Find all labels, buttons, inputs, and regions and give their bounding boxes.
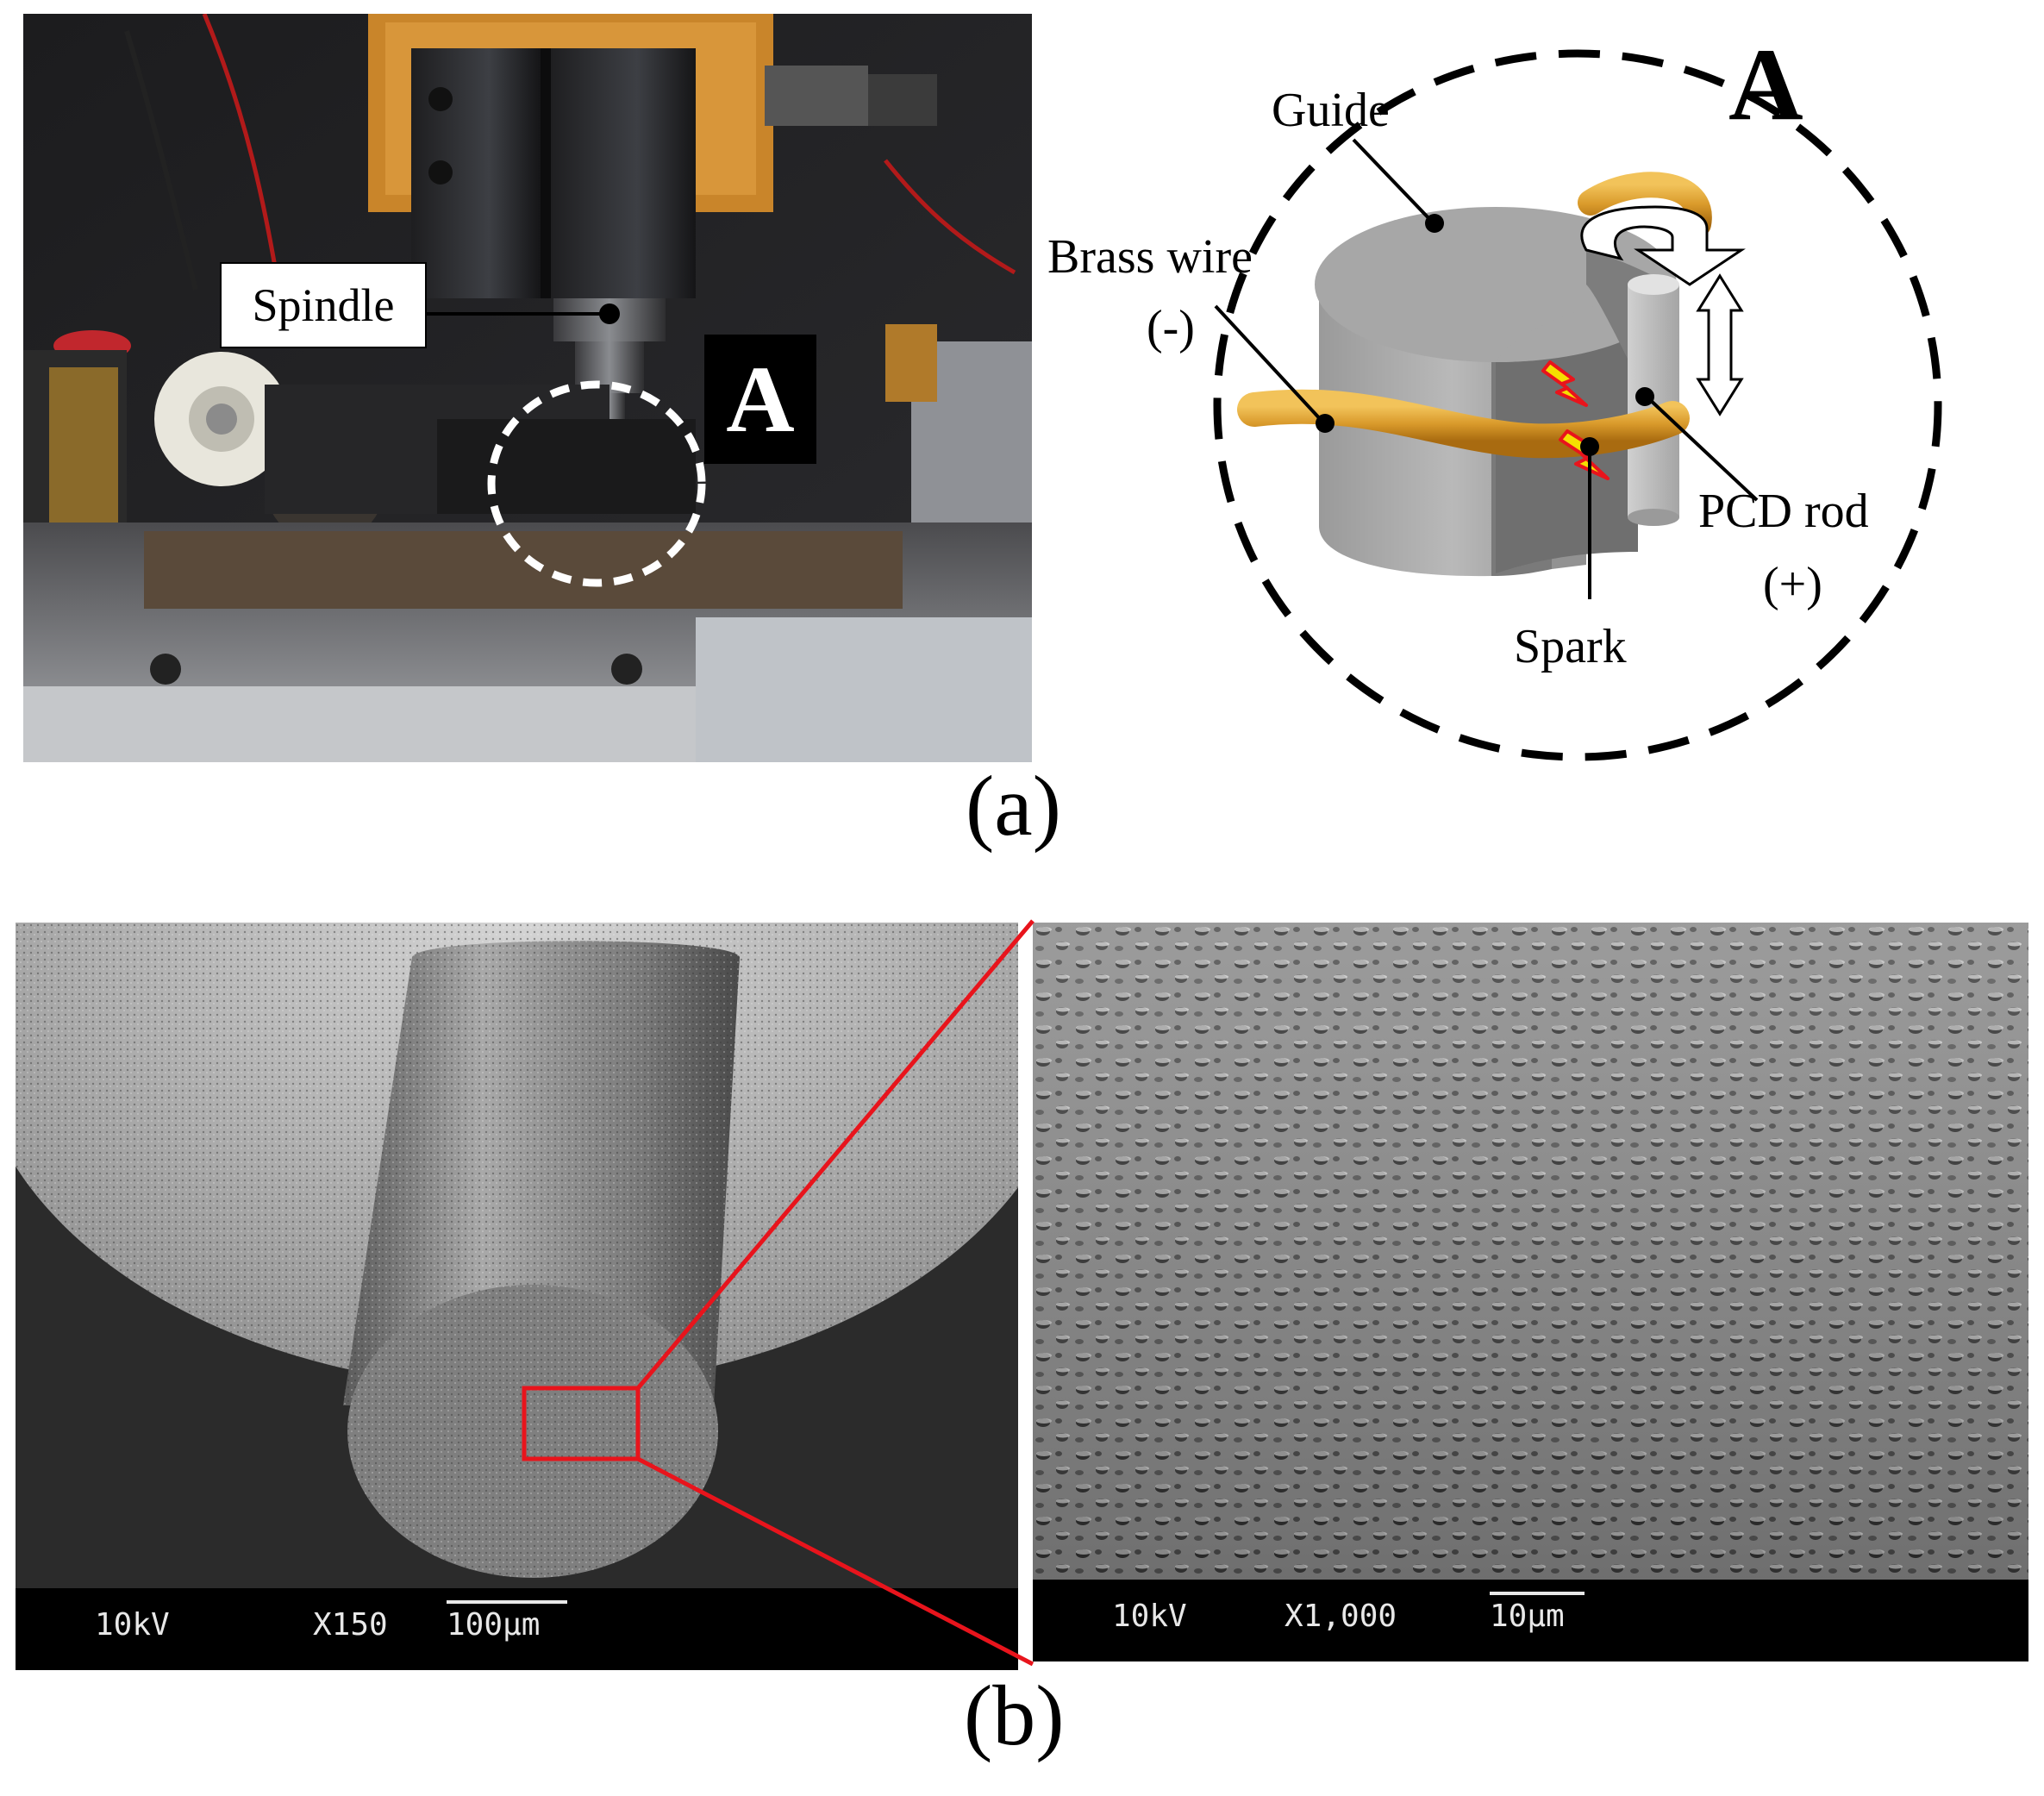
sem-low-mag-voltage: 10kV xyxy=(95,1607,170,1643)
pcd-rod-label: PCD rod xyxy=(1698,485,1869,538)
photo-callout-a: A xyxy=(704,335,816,464)
zoom-connector-lines xyxy=(636,919,1035,1667)
sem-image-low-mag: 10kV X150 100µm xyxy=(16,923,1018,1670)
zoom-region-box xyxy=(522,1386,641,1461)
spark-label: Spark xyxy=(1514,620,1627,673)
photo-callout-a-text: A xyxy=(726,346,795,452)
sem-high-mag-magnification: X1,000 xyxy=(1285,1599,1397,1634)
sem-low-mag-scale-bar xyxy=(447,1600,567,1604)
detail-ellipse xyxy=(1213,49,1942,761)
sem-high-mag-scale-bar xyxy=(1490,1592,1585,1595)
spindle-leader-line xyxy=(425,304,620,324)
callout-circle xyxy=(487,380,706,587)
caption-a: (a) xyxy=(966,758,1061,854)
machine-photo: Spindle A xyxy=(23,14,1032,762)
schematic-callout-a: A xyxy=(1728,27,1803,141)
sem-high-mag-graphic xyxy=(1033,923,2028,1580)
sem-image-high-mag: 10kV X1,000 10µm xyxy=(1033,923,2028,1661)
sem-low-mag-magnification: X150 xyxy=(313,1607,388,1643)
spindle-label: Spindle xyxy=(252,279,395,331)
edm-schematic: A Guide Brass wire (-) PCD rod (+) Spark xyxy=(1035,0,2044,776)
brass-wire-polarity: (-) xyxy=(1147,301,1195,354)
pcd-rod-polarity: (+) xyxy=(1763,558,1822,611)
panel-a: Spindle A xyxy=(0,0,2044,871)
brass-wire-label: Brass wire xyxy=(1047,230,1253,284)
spindle-label-box: Spindle xyxy=(220,262,427,348)
sem-high-mag-info-bar: 10kV X1,000 10µm xyxy=(1033,1580,2028,1661)
machine-photo-graphic xyxy=(23,14,1032,762)
caption-b: (b) xyxy=(964,1668,1065,1763)
schematic-graphic xyxy=(1213,49,1942,761)
spark-upper-icon xyxy=(1541,360,1588,407)
guide-label: Guide xyxy=(1272,84,1390,137)
sem-low-mag-info-bar: 10kV X150 100µm xyxy=(16,1588,1018,1670)
sem-high-mag-voltage: 10kV xyxy=(1112,1599,1187,1634)
panel-b: 10kV X150 100µm xyxy=(0,905,2044,1796)
sem-low-mag-graphic xyxy=(16,923,1018,1588)
sem-high-mag-scale-label: 10µm xyxy=(1490,1599,1565,1634)
sem-low-mag-scale-label: 100µm xyxy=(447,1607,541,1643)
